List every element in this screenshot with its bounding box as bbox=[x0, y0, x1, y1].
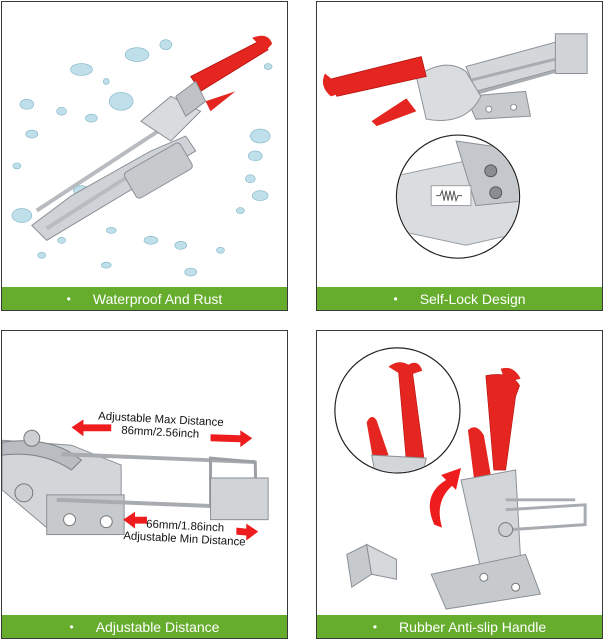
handle-closeup-icon bbox=[334, 347, 461, 474]
spring-lock-closeup-icon bbox=[395, 134, 521, 259]
feature-caption: • Waterproof And Rust bbox=[2, 287, 287, 310]
clamp-water-splash-image bbox=[11, 35, 273, 277]
vertical-clamp-handle-image bbox=[334, 347, 587, 610]
max-distance-value: 86mm/2.56inch bbox=[121, 425, 200, 441]
curved-arrow-icon bbox=[429, 468, 461, 528]
latch-clamp-icon bbox=[31, 35, 273, 241]
dimension-arrows-icon bbox=[71, 419, 259, 541]
min-distance-value: 66mm/1.86inch bbox=[146, 518, 225, 534]
clamp-spring-lock-image bbox=[322, 33, 588, 259]
caption-text: Self-Lock Design bbox=[419, 290, 526, 307]
latch-clamp-icon bbox=[322, 33, 588, 127]
clamp-dimensions-image: Adjustable Max Distance 86mm/2.56inch 66… bbox=[2, 411, 269, 549]
bullet-icon: • bbox=[393, 291, 398, 306]
caption-text: Rubber Anti-slip Handle bbox=[399, 618, 547, 635]
feature-panel-self-lock: • Self-Lock Design bbox=[316, 1, 603, 311]
catch-plate-icon bbox=[346, 543, 397, 589]
feature-panel-rubber-handle: • Rubber Anti-slip Handle bbox=[316, 330, 603, 639]
water-droplets-icon bbox=[11, 39, 273, 277]
caption-text: Adjustable Distance bbox=[95, 618, 220, 635]
caption-text: Waterproof And Rust bbox=[92, 290, 223, 307]
bullet-icon: • bbox=[372, 619, 378, 634]
feature-caption: • Rubber Anti-slip Handle bbox=[317, 615, 602, 638]
feature-panel-adjustable-distance: Adjustable Max Distance 86mm/2.56inch 66… bbox=[1, 330, 288, 639]
vertical-latch-clamp-icon bbox=[430, 367, 587, 610]
min-distance-label: Adjustable Min Distance bbox=[123, 530, 246, 548]
latch-clamp-icon bbox=[2, 429, 269, 536]
feature-caption: • Adjustable Distance bbox=[2, 615, 287, 638]
feature-caption: • Self-Lock Design bbox=[317, 287, 602, 310]
bullet-icon: • bbox=[69, 619, 74, 634]
bullet-icon: • bbox=[66, 291, 71, 306]
feature-panel-waterproof: • Waterproof And Rust bbox=[1, 1, 288, 311]
